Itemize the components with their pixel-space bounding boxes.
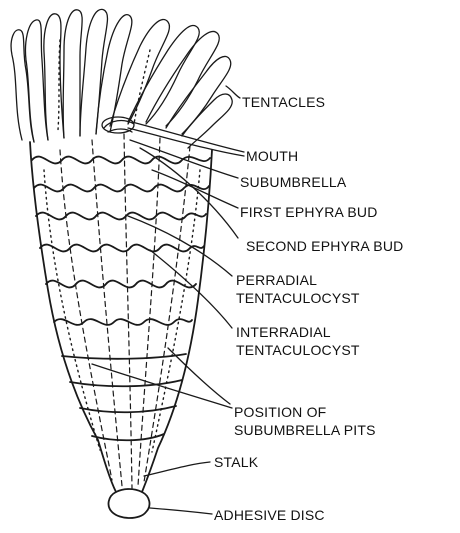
label-stalk: STALK — [214, 454, 258, 471]
label-mouth: MOUTH — [246, 148, 298, 165]
label-perradial-tentaculocyst: TENTACULOCYST — [236, 290, 360, 307]
tentacle — [182, 94, 232, 148]
label-perradial: PERRADIAL — [236, 272, 317, 289]
tentacle — [63, 10, 82, 138]
segment-rim — [34, 185, 209, 192]
label-position-of: POSITION OF — [234, 404, 326, 421]
segment-rim — [36, 213, 206, 220]
leader-lines — [92, 86, 244, 514]
body-right-edge — [142, 150, 212, 492]
tentacle — [134, 50, 150, 124]
segment-rim — [54, 319, 192, 325]
body-left-edge — [30, 142, 116, 492]
segment-band — [70, 380, 182, 386]
tentacle — [110, 19, 169, 126]
leader-interradial — [150, 250, 232, 328]
label-second-ephyra-bud: SECOND EPHYRA BUD — [246, 238, 403, 255]
label-interradial-tentaculocyst: TENTACULOCYST — [236, 342, 360, 359]
segment-band — [62, 354, 186, 359]
disc-outline — [109, 489, 150, 518]
tentacles-group — [11, 9, 232, 148]
adhesive-disc — [109, 489, 150, 518]
segment-rim — [32, 157, 210, 164]
leader-stalk — [144, 462, 210, 476]
inner-dotted-lines — [44, 170, 200, 452]
ephyra-segments — [32, 157, 210, 441]
label-first-ephyra-bud: FIRST EPHYRA BUD — [240, 204, 378, 221]
leader-tentacles — [226, 86, 240, 98]
tentacle — [128, 25, 199, 124]
leader-subumbrella — [130, 140, 238, 178]
label-adhesive-disc: ADHESIVE DISC — [214, 507, 325, 524]
leader-disc — [150, 508, 212, 514]
label-tentacles: TENTACLES — [242, 94, 325, 111]
tentacle — [44, 14, 64, 140]
label-subumbrella-pits: SUBUMBRELLA PITS — [234, 422, 376, 439]
leader-perradial — [128, 216, 232, 276]
mouth-region — [102, 117, 134, 133]
tentacle — [11, 30, 34, 142]
label-interradial: INTERRADIAL — [236, 324, 331, 341]
label-subumbrella: SUBUMBRELLA — [240, 174, 346, 191]
